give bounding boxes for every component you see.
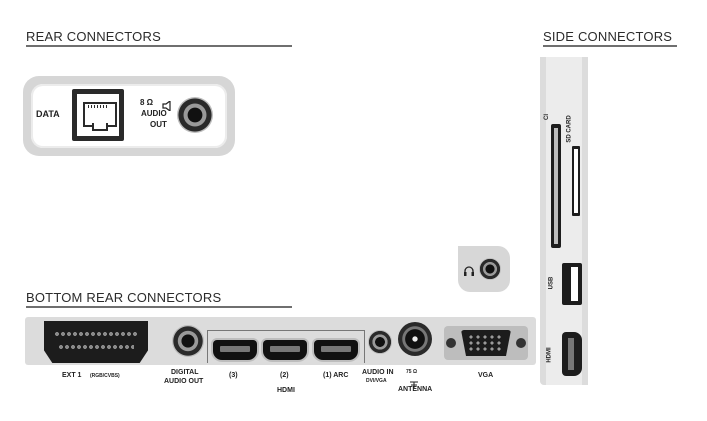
speaker-icon [162,98,174,113]
audio-out-ohm-label: 8 Ω [140,98,154,107]
hdmi-3-label: (3) [229,372,238,379]
audio-in-label-line2: DVI/VGA [366,378,387,384]
side-hdmi-label: HDMI [546,347,553,363]
data-ethernet-port [72,89,124,141]
antenna-label: ANTENNA [398,386,433,393]
vga-label: VGA [478,372,494,379]
hdmi-1-arc-port [314,340,358,360]
audio-in-jack [368,330,392,354]
side-title-rule [543,45,677,47]
bottom-rear-connectors-title: BOTTOM REAR CONNECTORS [26,290,222,305]
hdmi-group-label: HDMI [277,387,295,394]
vga-port [444,326,528,360]
ext1-label: EXT 1 [62,372,82,379]
data-label: DATA [36,109,60,119]
digital-audio-label-line2: AUDIO OUT [164,378,204,385]
audio-in-label-line1: AUDIO IN [362,369,394,376]
usb-port [562,263,582,305]
ext1-sub-label: (RGB/CVBS) [90,373,120,379]
ci-slot [551,124,561,248]
antenna-port [398,322,432,356]
hdmi-3-port [213,340,257,360]
bottom-title-rule [26,306,292,308]
audio-out-label-line3: OUT [150,120,167,129]
digital-audio-label-line1: DIGITAL [171,369,199,376]
sd-card-label: SD CARD [566,115,573,143]
headphone-icon [463,264,475,276]
audio-out-jack [177,97,213,133]
audio-out-label-line2: AUDIO [141,109,167,118]
hdmi-1-arc-label: (1) ARC [323,372,349,379]
antenna-ohm-label: 75 Ω [406,369,417,375]
side-hdmi-port [562,332,582,376]
hdmi-2-label: (2) [280,372,289,379]
rear-connectors-title: REAR CONNECTORS [26,29,161,44]
antenna-symbol-icon [409,376,419,388]
ci-label: CI [544,114,550,120]
headphone-jack [479,258,501,280]
hdmi-2-port [263,340,307,360]
side-connectors-title: SIDE CONNECTORS [543,29,673,44]
digital-audio-out-jack [172,325,204,357]
usb-label: USB [548,276,555,290]
hdmi-group-bracket [207,330,365,363]
scart-ext1-port [44,321,148,363]
sd-card-slot [572,146,580,216]
rear-title-rule [26,45,292,47]
